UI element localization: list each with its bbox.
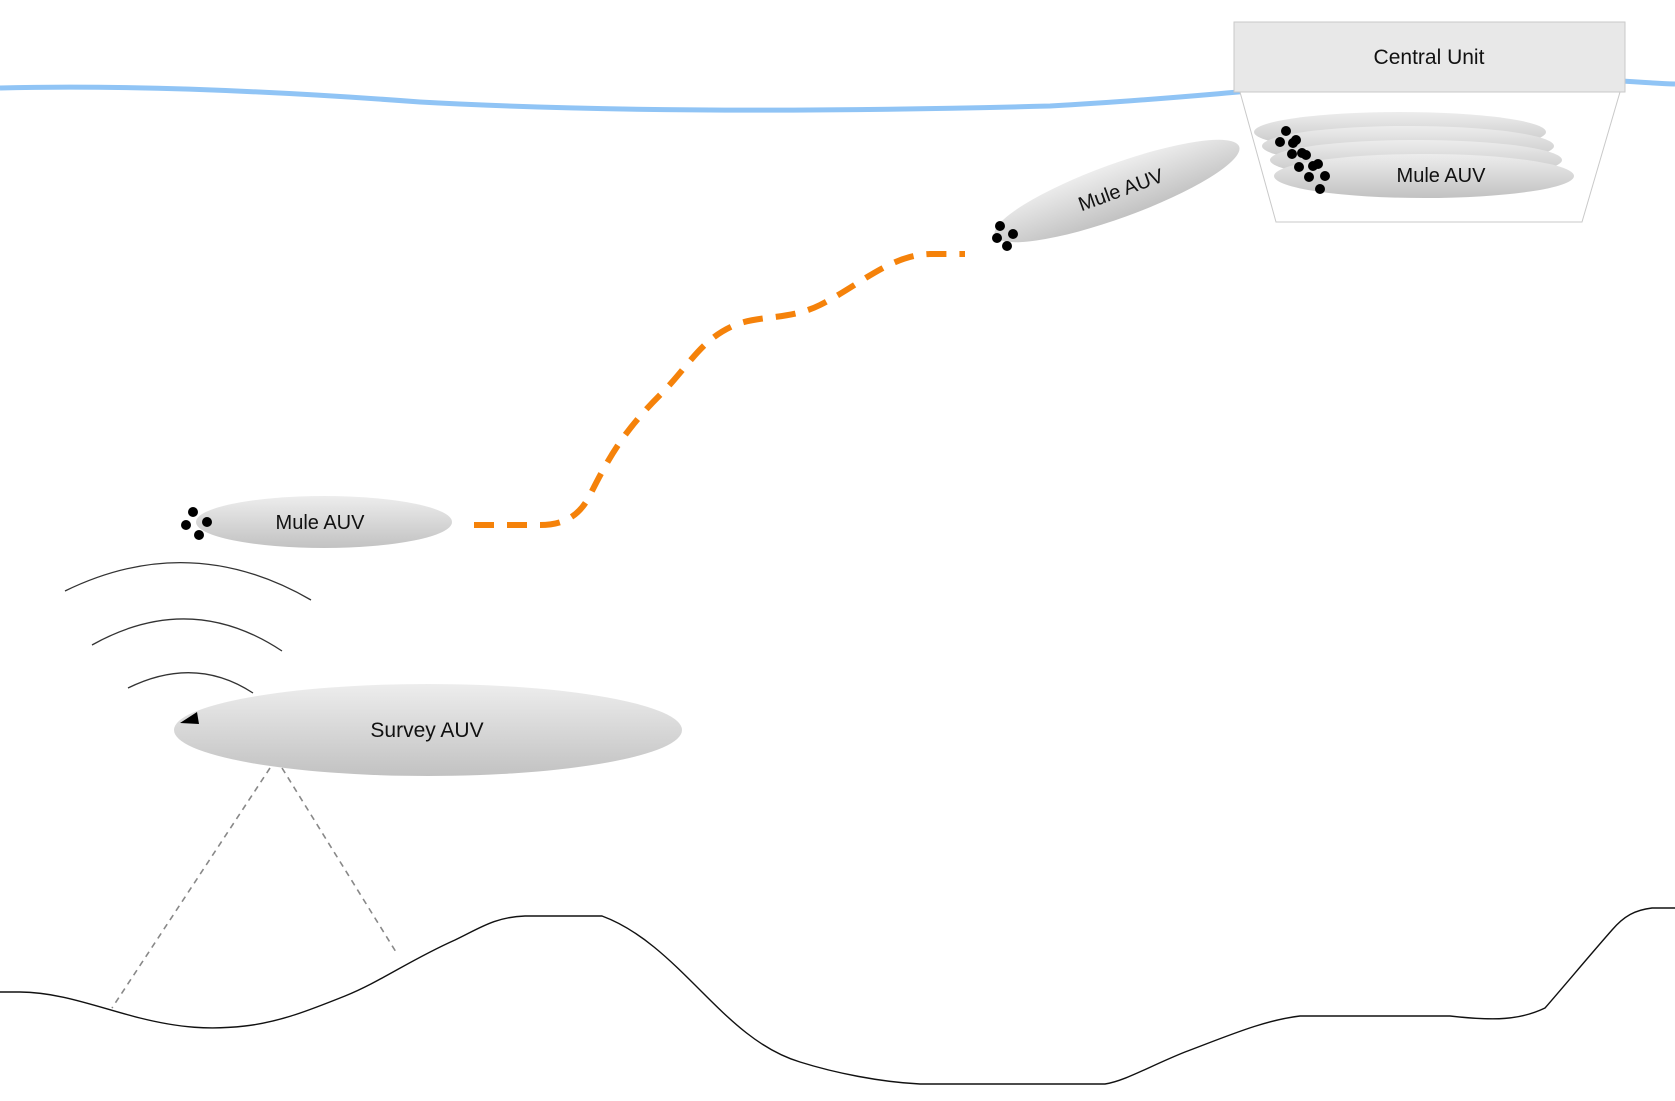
mule-auv-transit-hull [994, 139, 1240, 243]
propeller-icon [1275, 126, 1330, 194]
mule-auv-near-survey: Mule AUV [181, 496, 452, 548]
survey-auv-nose-marker [180, 712, 199, 724]
mule-transit-path [474, 251, 965, 528]
survey-auv: Survey AUV [174, 684, 682, 776]
central-unit-label: Central Unit [1374, 46, 1485, 69]
propeller-icon [992, 221, 1018, 251]
survey-auv-label: Survey AUV [370, 719, 483, 742]
mule-auv-docked-hull [1274, 154, 1574, 198]
mule-auv-near-survey-label: Mule AUV [276, 512, 366, 534]
central-unit-box [1233, 21, 1626, 93]
mule-auv-docked-label: Mule AUV [1397, 165, 1487, 187]
acoustic-signal-icon [64, 561, 312, 694]
mule-auv-stack: Mule AUV [1254, 112, 1574, 198]
seabed-profile [0, 907, 1675, 1085]
sonar-beam [111, 767, 397, 1009]
propeller-icon [181, 507, 212, 540]
mule-auv-near-survey-hull [196, 496, 452, 548]
survey-auv-hull [174, 684, 682, 776]
mule-auv-transit: Mule AUV [992, 139, 1240, 251]
